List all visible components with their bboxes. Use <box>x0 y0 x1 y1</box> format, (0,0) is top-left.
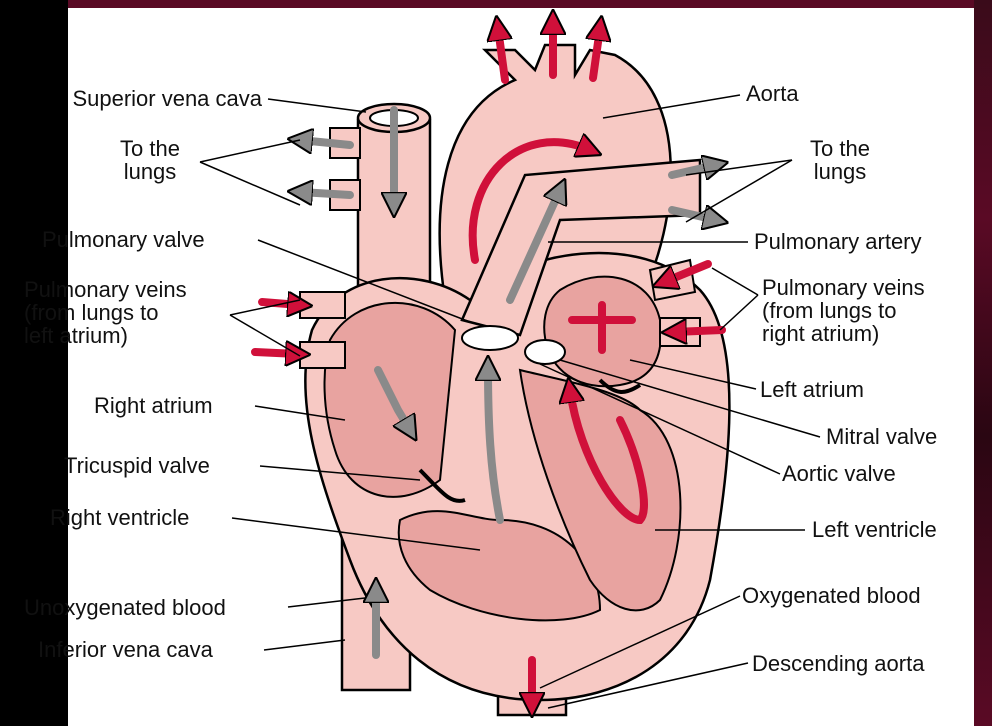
label-pulmonary-veins-right: Pulmonary veins (from lungs to right atr… <box>762 276 925 345</box>
label-right-ventricle: Right ventricle <box>50 506 189 529</box>
label-pulmonary-veins-left-line3: left atrium) <box>24 324 187 347</box>
pulmonary-valve-shape <box>462 326 518 350</box>
label-pulmonary-veins-right-line3: right atrium) <box>762 322 925 345</box>
pulmonary-vein-arrow-r2 <box>674 330 722 332</box>
label-pulmonary-veins-left-line2: (from lungs to <box>24 301 187 324</box>
label-aortic-valve: Aortic valve <box>782 462 896 485</box>
label-descending-aorta: Descending aorta <box>752 652 924 675</box>
label-pulmonary-veins-right-line2: (from lungs to <box>762 299 925 322</box>
to-lungs-right-arrow-2 <box>672 210 716 220</box>
aortic-valve-shape <box>525 340 565 364</box>
label-to-the-lungs-left: To the lungs <box>100 137 200 183</box>
label-pulmonary-artery: Pulmonary artery <box>754 230 922 253</box>
to-lungs-left-arrow-1 <box>300 140 350 145</box>
label-left-ventricle: Left ventricle <box>812 518 937 541</box>
label-aorta: Aorta <box>746 82 799 105</box>
label-to-lungs-right-line2: lungs <box>790 160 890 183</box>
label-left-atrium: Left atrium <box>760 378 864 401</box>
label-inferior-vena-cava: Inferior vena cava <box>38 638 213 661</box>
pulmonary-vein-arrow-l2 <box>255 352 298 354</box>
label-superior-vena-cava: Superior vena cava <box>12 87 262 110</box>
label-pulmonary-valve: Pulmonary valve <box>42 228 205 251</box>
label-pulmonary-veins-left: Pulmonary veins (from lungs to left atri… <box>24 278 187 347</box>
label-to-lungs-left-line1: To the <box>100 137 200 160</box>
label-to-the-lungs-right: To the lungs <box>790 137 890 183</box>
label-to-lungs-left-line2: lungs <box>100 160 200 183</box>
label-oxygenated-blood: Oxygenated blood <box>742 584 921 607</box>
label-unoxygenated-blood: Unoxygenated blood <box>24 596 226 619</box>
label-pulmonary-veins-left-line1: Pulmonary veins <box>24 278 187 301</box>
label-pulmonary-veins-right-line1: Pulmonary veins <box>762 276 925 299</box>
label-mitral-valve: Mitral valve <box>826 425 937 448</box>
label-right-atrium: Right atrium <box>94 394 213 417</box>
aorta-up-arrow-1 <box>498 28 505 80</box>
to-lungs-left-arrow-2 <box>300 192 350 195</box>
label-tricuspid-valve: Tricuspid valve <box>64 454 210 477</box>
label-to-lungs-right-line1: To the <box>790 137 890 160</box>
